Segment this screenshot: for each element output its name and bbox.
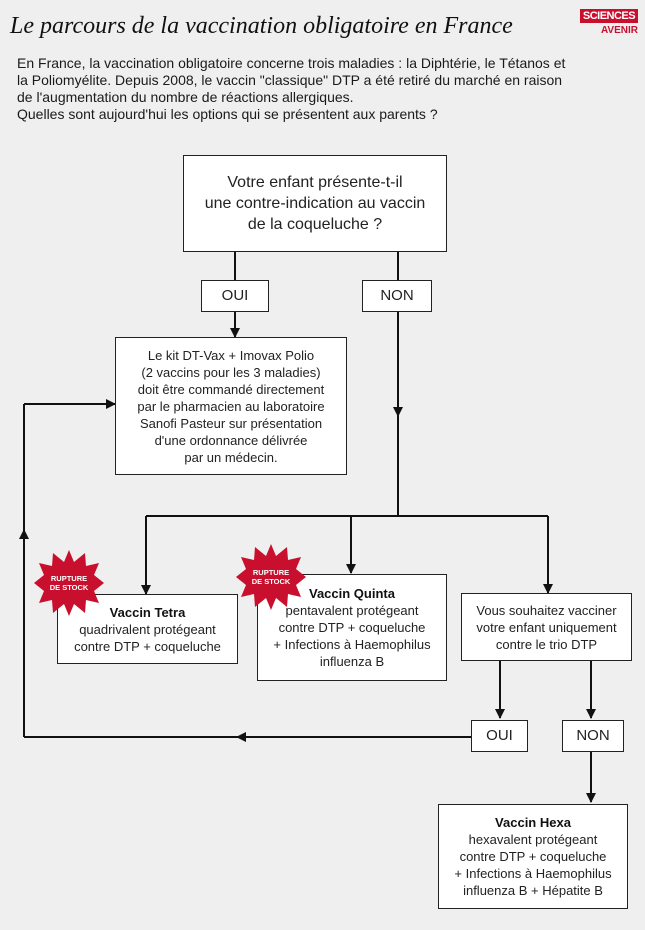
intro-line: En France, la vaccination obligatoire co…	[17, 55, 566, 71]
tetra-title: Vaccin Tetra	[109, 604, 186, 620]
intro-line: de l'augmentation du nombre de réactions…	[17, 89, 354, 105]
box-vaccin-tetra: Vaccin Tetra quadrivalent protégeant con…	[57, 594, 238, 664]
label-non: NON	[562, 720, 624, 752]
dtvax-line: par le pharmacien au laboratoire	[137, 398, 325, 414]
question2-line: votre enfant uniquement	[476, 619, 617, 635]
label-oui: OUI	[471, 720, 528, 752]
hexa-line: + Infections à Haemophilus	[454, 866, 612, 881]
hexa-line: hexavalent protégeant	[468, 832, 598, 847]
sciences-avenir-logo: SCIENCES AVENIR	[580, 9, 638, 39]
page-title: Le parcours de la vaccination obligatoir…	[10, 13, 513, 39]
question2-line: contre le trio DTP	[495, 636, 598, 652]
intro-line: la Poliomyélite. Depuis 2008, le vaccin …	[17, 72, 563, 88]
question2-line: Vous souhaitez vacciner	[476, 602, 617, 618]
quinta-line: pentavalent protégeant	[285, 603, 419, 618]
quinta-line: influenza B	[319, 654, 385, 669]
hexa-title: Vaccin Hexa	[495, 815, 571, 830]
box-dtvax-kit: Le kit DT-Vax + Imovax Polio (2 vaccins …	[115, 337, 347, 475]
question-trio-dtp: Vous souhaitez vacciner votre enfant uni…	[461, 593, 632, 661]
logo-top: SCIENCES	[580, 9, 638, 23]
intro-line: Quelles sont aujourd'hui les options qui…	[17, 106, 438, 122]
starburst-icon	[34, 550, 104, 616]
hexa-line: contre DTP + coqueluche	[459, 849, 607, 864]
question-line: de la coqueluche ?	[247, 216, 383, 233]
label-non: NON	[362, 280, 432, 312]
question-line: une contre-indication au vaccin	[204, 195, 426, 212]
tetra-line: contre DTP + coqueluche	[74, 638, 221, 654]
question-line: Votre enfant présente-t-il	[227, 174, 403, 191]
label-oui: OUI	[201, 280, 269, 312]
dtvax-line: (2 vaccins pour les 3 maladies)	[141, 364, 321, 380]
dtvax-line: d'une ordonnance délivrée	[154, 432, 308, 448]
dtvax-line: Le kit DT-Vax + Imovax Polio	[147, 347, 315, 363]
quinta-title: Vaccin Quinta	[309, 586, 395, 601]
dtvax-line: par un médecin.	[184, 449, 278, 465]
box-vaccin-hexa: Vaccin Hexa hexavalent protégeant contre…	[438, 804, 628, 909]
hexa-line: influenza B + Hépatite B	[463, 883, 603, 898]
tetra-line: quadrivalent protégeant	[79, 621, 216, 637]
logo-bottom: AVENIR	[600, 25, 638, 36]
question-contre-indication: Votre enfant présente-t-il une contre-in…	[183, 155, 447, 252]
quinta-line: contre DTP + coqueluche	[278, 620, 426, 635]
dtvax-line: Sanofi Pasteur sur présentation	[139, 415, 323, 431]
quinta-line: + Infections à Haemophilus	[273, 637, 431, 652]
dtvax-line: doit être commandé directement	[137, 381, 325, 397]
starburst-icon	[236, 544, 306, 610]
intro-text: En France, la vaccination obligatoire co…	[17, 55, 617, 123]
